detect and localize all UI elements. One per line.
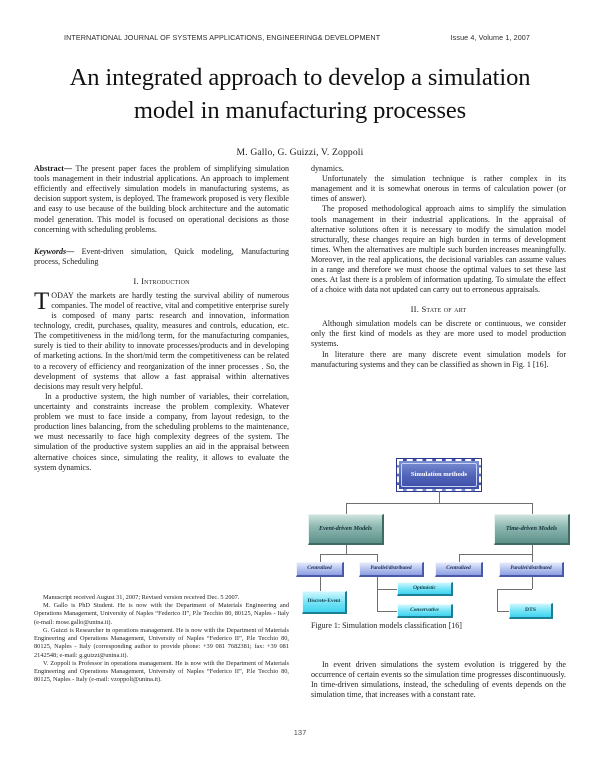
figure-1-diagram: Simulation methods Event-driven Models T… <box>296 455 570 619</box>
state-of-art-paragraph-1: Although simulation models can be discre… <box>311 319 566 349</box>
diagram-node-discrete-event: Discrete-Event <box>302 591 347 614</box>
footnote-author-zoppoli: V. Zoppoli is Professor in operations ma… <box>34 659 289 684</box>
right-column-after-figure: In event driven simulations the system e… <box>311 660 566 700</box>
connector-parallel-stem <box>377 577 378 611</box>
abstract-label: Abstract— <box>34 164 72 173</box>
journal-name: INTERNATIONAL JOURNAL OF SYSTEMS APPLICA… <box>64 33 381 42</box>
connector-time-driven-stem <box>532 545 533 554</box>
section-title-introduction: Introduction <box>141 275 190 286</box>
diagram-node-conservative: Conservative <box>397 604 453 618</box>
diagram-node-time-centralized: Centralized <box>435 562 483 577</box>
connector-time-driven-bus <box>459 554 532 555</box>
diagram-node-event-parallel-distributed: Parallel/distributed <box>359 562 424 577</box>
diagram-node-event-centralized: Centralized <box>296 562 344 577</box>
connector-event-driven-bus <box>320 554 377 555</box>
diagram-node-time-driven-models: Time-driven Models <box>494 514 570 545</box>
issue-volume-year: Issue 4, Volume 1, 2007 <box>450 33 530 42</box>
connector-parallel-to-conservative <box>377 611 397 612</box>
connector-event-driven-to-parallel <box>377 554 378 562</box>
connector-event-driven-stem <box>346 545 347 554</box>
connector-root-to-time-driven <box>532 503 533 514</box>
intro-paragraph-4: The proposed methodological approach aim… <box>311 204 566 295</box>
figure-1: Simulation methods Event-driven Models T… <box>296 455 570 645</box>
connector-time-driven-to-parallel <box>532 554 533 562</box>
diagram-node-time-parallel-distributed: Parallel/distributed <box>499 562 564 577</box>
section-number-introduction: I. <box>133 275 139 286</box>
footnote-author-guizzi: G. Guizzi is Researcher in operations ma… <box>34 626 289 659</box>
intro-paragraph-3: Unfortunately the simulation technique i… <box>311 174 566 204</box>
page-title: An integrated approach to develop a simu… <box>69 64 531 124</box>
section-number-state-of-art: II. <box>410 304 420 315</box>
author-list: M. Gallo, G. Guizzi, V. Zoppoli <box>236 147 364 158</box>
abstract-text: The present paper faces the problem of s… <box>34 164 289 234</box>
intro-paragraph-1-text: ODAY the markets are hardly testing the … <box>34 290 289 391</box>
right-column: dynamics. Unfortunately the simulation t… <box>311 164 566 370</box>
connector-centralized-to-discrete-event <box>320 577 321 591</box>
running-head: INTERNATIONAL JOURNAL OF SYSTEMS APPLICA… <box>64 33 536 42</box>
state-of-art-paragraph-2: In literature there are many discrete ev… <box>311 349 566 369</box>
footnote-manuscript: Manuscript received August 31, 2007; Rev… <box>43 594 240 601</box>
diagram-node-simulation-methods: Simulation methods <box>396 458 482 492</box>
diagram-node-optimistic: Optimistic <box>397 582 453 596</box>
left-column: Abstract— The present paper faces the pr… <box>34 164 289 473</box>
connector-event-driven-to-centralized <box>320 554 321 562</box>
connector-td-parallel-to-dts <box>497 611 509 612</box>
keywords-text: Event-driven simulation, Quick modeling,… <box>34 246 289 266</box>
connector-td-parallel-bus <box>497 589 532 590</box>
diagram-node-event-driven-models: Event-driven Models <box>308 514 384 545</box>
intro-paragraph-2-continuation: dynamics. <box>311 164 344 173</box>
connector-td-parallel-drop <box>497 589 498 611</box>
section-heading-introduction: I. Introduction <box>34 276 289 287</box>
figure-1-caption: Figure 1: Simulation models classificati… <box>311 621 462 630</box>
state-of-art-paragraph-3: In event driven simulations the system e… <box>311 660 566 700</box>
connector-td-parallel-stem <box>532 577 533 589</box>
connector-parallel-to-optimistic <box>377 589 397 590</box>
diagram-node-dts: DTS <box>509 603 553 619</box>
connector-root-bus <box>346 503 532 504</box>
section-heading-state-of-art: II. State of art <box>311 304 566 315</box>
intro-paragraph-2: In a productive system, the high number … <box>34 391 289 472</box>
keywords-label: Keywords— <box>34 246 75 256</box>
footnote-block: Manuscript received August 31, 2007; Rev… <box>34 588 289 685</box>
connector-time-driven-to-centralized <box>459 554 460 562</box>
drop-cap: T <box>34 287 50 315</box>
page-number: 137 <box>293 728 307 737</box>
abstract-paragraph: Abstract— The present paper faces the pr… <box>34 164 289 235</box>
section-title-state-of-art: State of art <box>421 304 467 315</box>
footnote-author-gallo: M. Gallo is PhD Student. He is now with … <box>34 602 289 626</box>
keywords-paragraph: Keywords— Event-driven simulation, Quick… <box>34 247 289 267</box>
diagram-node-simulation-methods-label: Simulation methods <box>401 463 477 487</box>
connector-root-stem <box>439 491 440 503</box>
connector-root-to-event-driven <box>346 503 347 514</box>
